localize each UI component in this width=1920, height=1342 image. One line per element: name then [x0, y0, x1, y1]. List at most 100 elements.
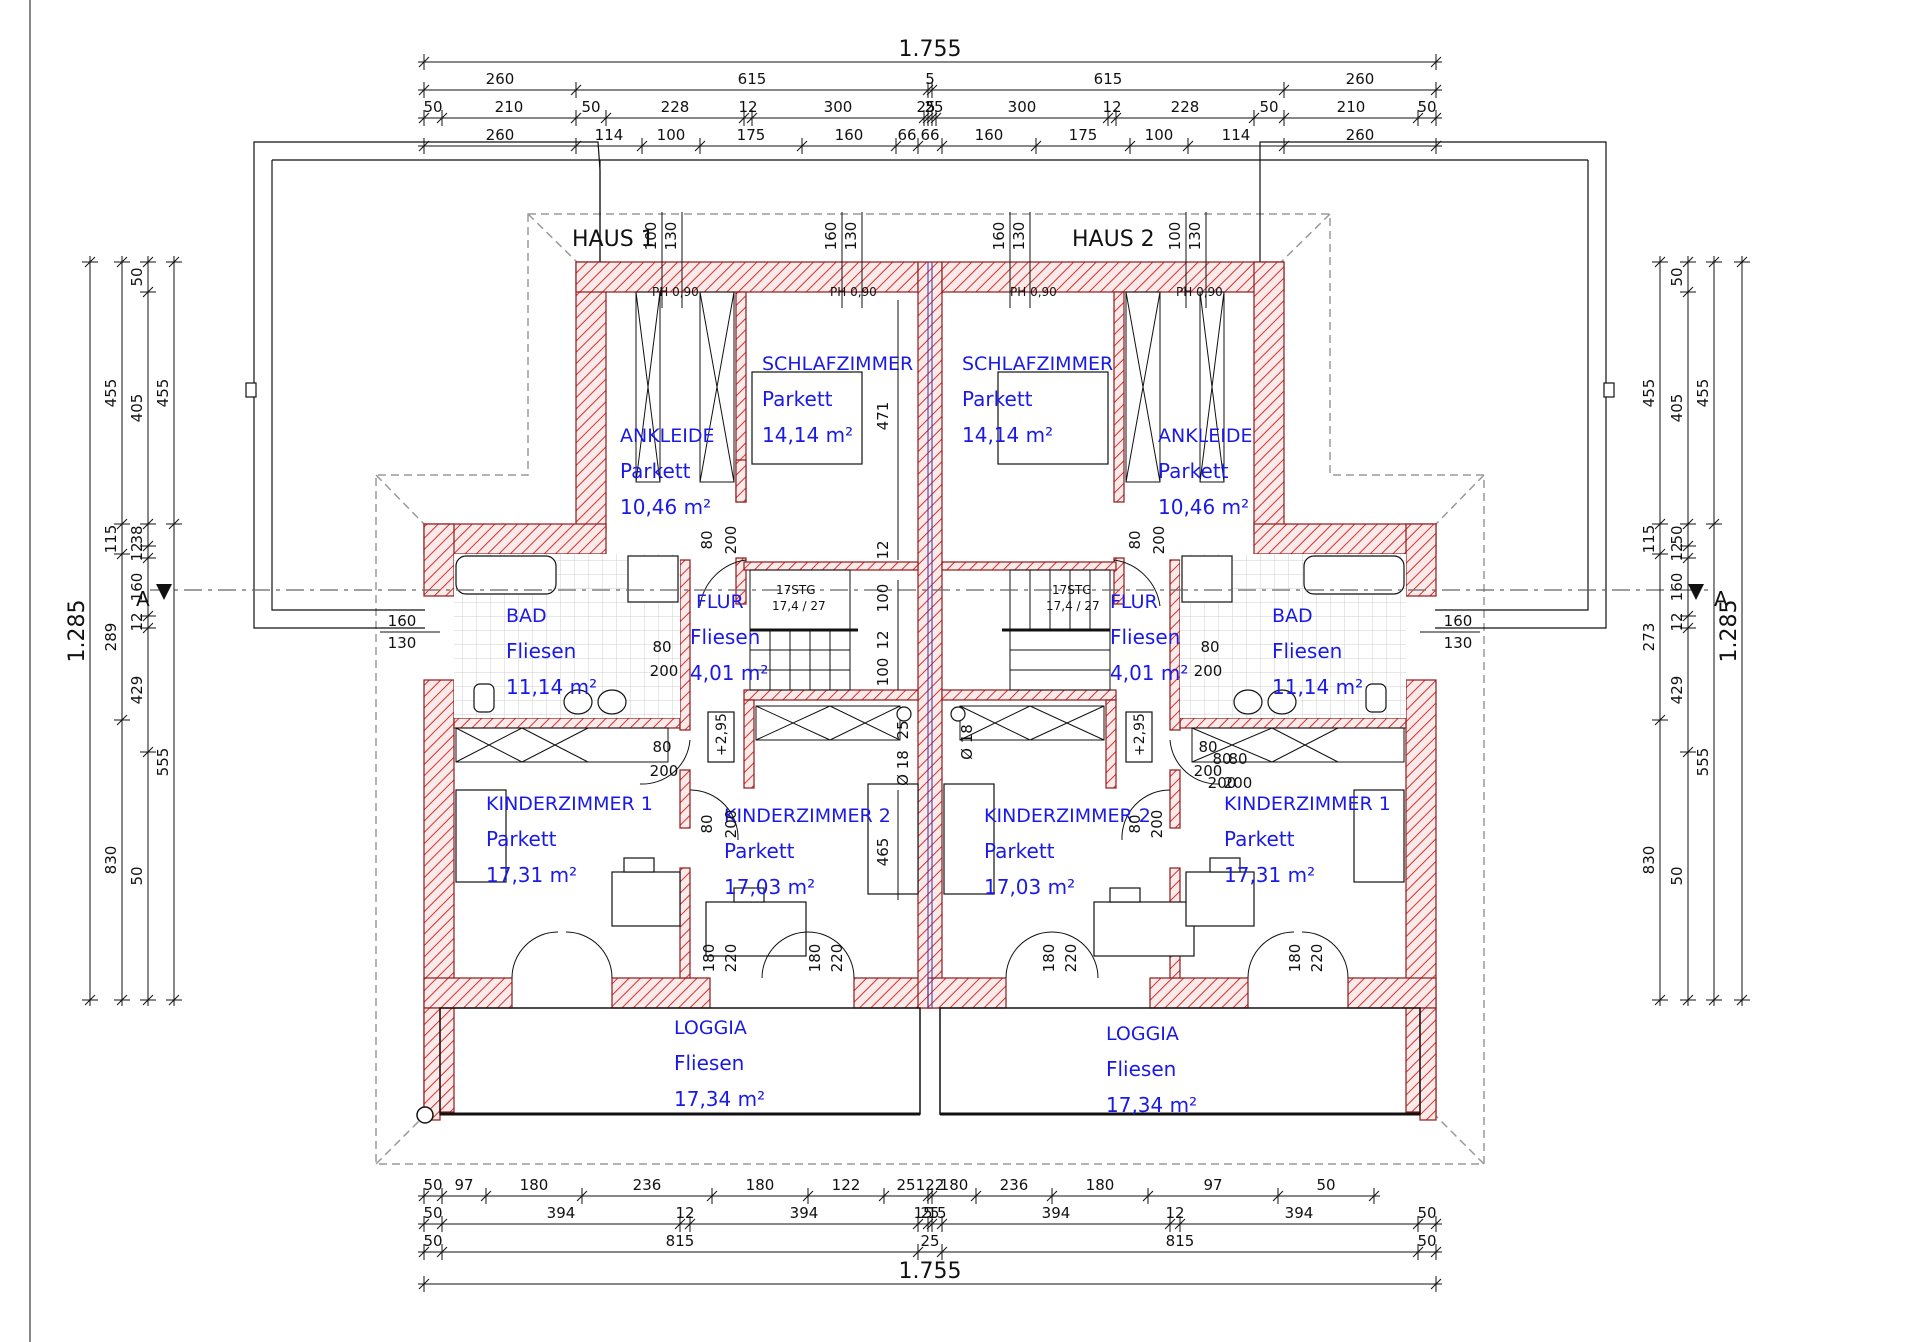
dim-bot-r2-label-8: 12 — [1165, 1204, 1184, 1222]
stairs-count-h1: 17STG — [776, 583, 816, 597]
dim-top-r2-label-14: 50 — [1417, 98, 1436, 116]
door-dim-h1-9: 200 — [1208, 774, 1237, 792]
dim-left-c3-label-0: 455 — [154, 379, 172, 408]
dim-top-r3-label-8: 175 — [1069, 126, 1098, 144]
door-dim-h2-6: 80 — [1126, 814, 1144, 833]
dim-bot-r2-label-6: 15 — [927, 1204, 946, 1222]
upper-outline — [245, 141, 1615, 629]
room-name-h2-kind1: KINDERZIMMER 1 — [1224, 793, 1391, 815]
dim-right-c1-label-1: 115 — [1640, 525, 1658, 554]
dim-top-r2-label-8: 25 — [924, 98, 943, 116]
dim-top-r2-label-3: 228 — [661, 98, 690, 116]
window-dim-5: 130 — [1010, 222, 1028, 251]
door-dim-h2-7: 200 — [1148, 810, 1166, 839]
room-floor-h2-bad: Fliesen — [1272, 639, 1342, 663]
side-dim-h2-1: 130 — [1444, 634, 1473, 652]
dim-top-r2-label-6: 25 — [916, 98, 935, 116]
dim-right-c2-label-1: 405 — [1668, 394, 1686, 423]
inner-dim-h2-0: Ø 18 — [958, 724, 976, 760]
dim-bot-r1-label-0: 50 — [423, 1176, 442, 1194]
dim-top-r2-label-13: 210 — [1337, 98, 1366, 116]
door-dim-h1-10: 180 — [700, 944, 718, 973]
door-dim-h1-11: 220 — [722, 944, 740, 973]
room-name-h1-ankleide: ANKLEIDE — [620, 425, 715, 447]
room-floor-h2-schlaf: Parkett — [962, 387, 1033, 411]
door-dim-h2-9: 200 — [1224, 774, 1253, 792]
room-name-h2-kind2: KINDERZIMMER 2 — [984, 805, 1151, 827]
room-name-h1-kind1: KINDERZIMMER 1 — [486, 793, 653, 815]
dim-bot-r2-label-10: 50 — [1417, 1204, 1436, 1222]
dim-top-r3-label-7: 160 — [975, 126, 1004, 144]
dim-top-r2-label-1: 210 — [495, 98, 524, 116]
room-name-h1-schlaf: SCHLAFZIMMER — [762, 353, 913, 375]
door-dim-h2-13: 220 — [1308, 944, 1326, 973]
dim-bot-r3-label-0: 50 — [423, 1232, 442, 1250]
room-floor-h2-ankleide: Parkett — [1158, 459, 1229, 483]
room-area-h2-kind2: 17,03 m² — [984, 875, 1075, 899]
window-note-3: PH 0,90 — [1010, 285, 1057, 299]
dim-left-total-label-0: 1.285 — [65, 600, 90, 663]
dim-top-r1-label-1: 615 — [738, 70, 767, 88]
door-dim-h1-13: 220 — [828, 944, 846, 973]
dim-top-r3-label-0: 260 — [486, 126, 515, 144]
dim-left-c2-label-6: 429 — [128, 676, 146, 705]
dim-top-r3-label-2: 100 — [657, 126, 686, 144]
door-dim-h2-2: 80 — [1200, 638, 1219, 656]
dim-bot-r2-label-7: 394 — [1042, 1204, 1071, 1222]
dim-bot-r1-label-5: 122 — [832, 1176, 861, 1194]
dim-top-r2-label-0: 50 — [423, 98, 442, 116]
window-dim-0: 100 — [642, 222, 660, 251]
inner-dim-h1-0: 471 — [874, 402, 892, 431]
dim-top-r3-label-6: 66 — [920, 126, 939, 144]
stairs-ratio-h2: 17,4 / 27 — [1046, 599, 1100, 613]
dim-bot-r1-label-11: 97 — [1203, 1176, 1222, 1194]
inner-dim-h1-4: 100 — [874, 658, 892, 687]
window-note-4: PH 0,90 — [1176, 285, 1223, 299]
dim-left-c1-label-3: 830 — [102, 846, 120, 875]
door-dim-h1-0: 80 — [698, 530, 716, 549]
dim-top-r1-label-0: 260 — [486, 70, 515, 88]
dim-top-r2-label-2: 50 — [581, 98, 600, 116]
room-floor-h1-bad: Fliesen — [506, 639, 576, 663]
dim-right-total-label-0: 1.285 — [1717, 600, 1742, 663]
room-area-h1-loggia: 17,34 m² — [674, 1087, 765, 1111]
room-area-h2-ankleide: 10,46 m² — [1158, 495, 1249, 519]
door-dim-h2-3: 200 — [1194, 662, 1223, 680]
dim-right-c2-label-5: 12 — [1668, 612, 1686, 631]
dim-top-r2-label-12: 50 — [1259, 98, 1278, 116]
dim-left-c3-label-1: 555 — [154, 748, 172, 777]
room-area-h1-schlaf: 14,14 m² — [762, 423, 853, 447]
door-dim-h1-3: 200 — [650, 662, 679, 680]
dim-bot-r2-label-5: 25 — [920, 1204, 939, 1222]
door-dim-h2-10: 180 — [1040, 944, 1058, 973]
room-floor-h2-kind1: Parkett — [1224, 827, 1295, 851]
room-area-h1-bad: 11,14 m² — [506, 675, 597, 699]
inner-dim-h1-3: 12 — [874, 630, 892, 649]
room-area-h2-bad: 11,14 m² — [1272, 675, 1363, 699]
room-floor-h1-ankleide: Parkett — [620, 459, 691, 483]
inner-dim-h1-7: 465 — [874, 838, 892, 867]
door-dim-h1-1: 200 — [722, 526, 740, 555]
dim-top-r2-label-5: 300 — [824, 98, 853, 116]
window-dim-1: 130 — [662, 222, 680, 251]
inner-dim-h1-1: 12 — [874, 540, 892, 559]
door-dim-h2-1: 200 — [1150, 526, 1168, 555]
dim-bot-r1-label-3: 236 — [633, 1176, 662, 1194]
room-name-h2-schlaf: SCHLAFZIMMER — [962, 353, 1113, 375]
door-dim-h1-7: 200 — [722, 810, 740, 839]
dim-bot-r1-label-4: 180 — [746, 1176, 775, 1194]
dim-top-r3-label-11: 260 — [1346, 126, 1375, 144]
side-dim-h1-1: 130 — [388, 634, 417, 652]
house-label-2: HAUS 2 — [1072, 227, 1155, 252]
dim-bot-r2-label-9: 394 — [1285, 1204, 1314, 1222]
dim-top-r3-label-5: 66 — [897, 126, 916, 144]
dim-top-r3-label-4: 160 — [835, 126, 864, 144]
room-area-h1-kind1: 17,31 m² — [486, 863, 577, 887]
dim-left-c1-label-1: 115 — [102, 525, 120, 554]
dim-left-c2-label-1: 405 — [128, 394, 146, 423]
window-dim-2: 160 — [822, 222, 840, 251]
section-label-right: A — [1714, 587, 1728, 611]
dim-top-r2-label-10: 12 — [1102, 98, 1121, 116]
dim-bot-r1-label-2: 180 — [520, 1176, 549, 1194]
